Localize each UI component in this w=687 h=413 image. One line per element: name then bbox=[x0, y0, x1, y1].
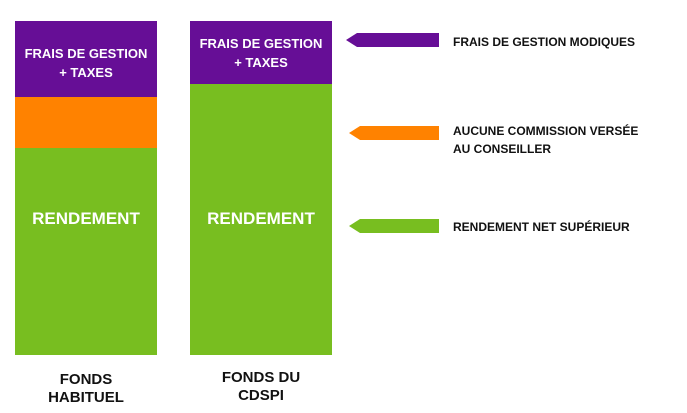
legend-arrow-return bbox=[349, 219, 439, 233]
segment-label-fees: FRAIS DE GESTION + TAXES bbox=[24, 46, 148, 80]
category-label-fonds-habituel: FONDS HABITUEL bbox=[48, 371, 124, 406]
segment-label-return: RENDEMENT bbox=[207, 209, 315, 228]
bar-segment-fees-fonds-habituel: FRAIS DE GESTION + TAXES bbox=[15, 21, 157, 97]
bar-segment-commission-fonds-habituel bbox=[15, 97, 157, 148]
category-label-fonds-cdspi: FONDS DU CDSPI bbox=[221, 369, 301, 404]
legend-arrow-commission bbox=[349, 126, 439, 140]
segment-label-fees: FRAIS DE GESTION + TAXES bbox=[199, 35, 323, 70]
legend-label-commission: AUCUNE COMMISSION VERSÉE AU CONSEILLER bbox=[453, 124, 639, 156]
bar-segment-fees-fonds-cdspi: FRAIS DE GESTION + TAXES bbox=[190, 21, 332, 84]
legend-arrow-fees bbox=[346, 33, 439, 47]
bar-segment-return-fonds-cdspi: RENDEMENT bbox=[190, 84, 332, 355]
legend-label-fees: FRAIS DE GESTION MODIQUES bbox=[453, 35, 636, 49]
bar-segment-return-fonds-habituel: RENDEMENT bbox=[15, 148, 157, 355]
legend-label-return: RENDEMENT NET SUPÉRIEUR bbox=[453, 220, 630, 234]
segment-label-return: RENDEMENT bbox=[32, 208, 140, 228]
